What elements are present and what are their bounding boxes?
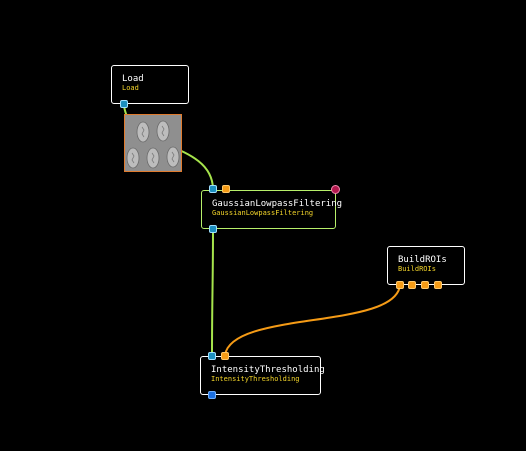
node-load-subtitle: Load [122,84,139,92]
node-buildrois[interactable]: BuildROIs BuildROIs [387,246,465,285]
node-threshold-title: IntensityThresholding [211,365,325,375]
gaussian-input-image-port[interactable] [209,185,217,193]
status-dot-icon[interactable] [331,185,340,194]
node-threshold-subtitle: IntensityThresholding [211,375,300,383]
node-gaussian-lowpass-filtering[interactable]: GaussianLowpassFiltering GaussianLowpass… [201,190,343,229]
buildrois-output-port-3[interactable] [421,281,429,289]
node-intensity-thresholding[interactable]: IntensityThresholding IntensityThreshold… [200,356,325,395]
buildrois-output-port-1[interactable] [396,281,404,289]
wire-buildrois-to-threshold[interactable] [224,284,401,356]
node-gaussian-subtitle: GaussianLowpassFiltering [212,209,314,217]
threshold-input-image-port[interactable] [208,352,216,360]
node-buildrois-subtitle: BuildROIs [398,265,436,273]
threshold-output-port[interactable] [208,391,216,399]
threshold-input-roi-port[interactable] [221,352,229,360]
load-output-port[interactable] [120,100,128,108]
node-load[interactable]: Load Load [111,65,189,104]
wire-gaussian-to-threshold[interactable] [211,228,214,356]
buildrois-output-port-4[interactable] [434,281,442,289]
image-thumbnail[interactable] [124,114,182,172]
node-load-title: Load [122,74,144,84]
cells-image [125,115,181,171]
node-buildrois-title: BuildROIs [398,255,447,265]
gaussian-input-roi-port[interactable] [222,185,230,193]
gaussian-output-port[interactable] [209,225,217,233]
buildrois-output-port-2[interactable] [408,281,416,289]
node-gaussian-title: GaussianLowpassFiltering [212,199,343,209]
